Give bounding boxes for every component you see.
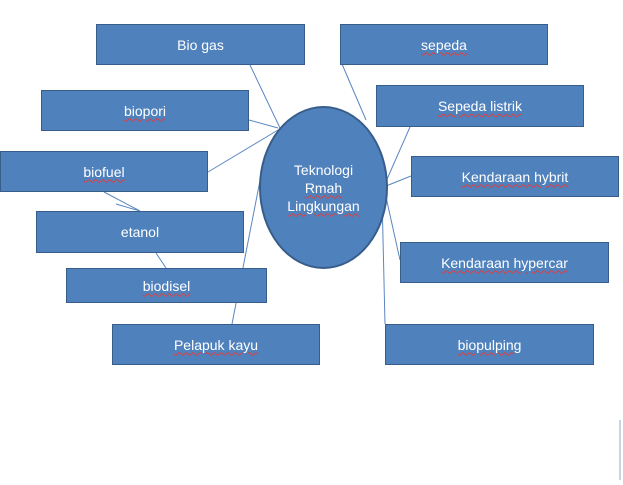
node-biofuel[interactable]: biofuel [0, 151, 208, 192]
node-label: Sepeda listrik [437, 98, 523, 114]
node-sepeda[interactable]: sepeda [340, 24, 548, 65]
central-topic-line-2: Rmah [304, 179, 343, 196]
connector-biopori [248, 119, 279, 129]
node-sepeda-listrik[interactable]: Sepeda listrik [376, 85, 584, 127]
node-label: biofuel [83, 163, 125, 180]
connector-kendaraan-hybrit [385, 175, 412, 187]
node-kendaraan-hybrit[interactable]: Kendaraan hybrit [411, 156, 619, 197]
node-label: etanol [120, 224, 160, 240]
node-label: Pelapuk kayu [173, 336, 259, 353]
node-biopori[interactable]: biopori [41, 90, 249, 131]
connector-sepeda [341, 63, 367, 121]
node-pelapuk-kayu[interactable]: Pelapuk kayu [112, 324, 320, 365]
node-label: biopori [123, 102, 167, 119]
node-kendaraan-hypercar[interactable]: Kendaraan hypercar [400, 242, 609, 283]
node-label: Kendaraan hybrit [461, 168, 569, 185]
connector-biofuel [207, 129, 279, 173]
node-biodisel[interactable]: biodisel [66, 268, 267, 303]
central-topic-line-3: Lingkungan [287, 197, 360, 214]
node-label: Kendaraan hypercar [441, 254, 568, 271]
node-etanol[interactable]: etanol [36, 211, 244, 253]
central-topic-line-1: Teknologi [293, 161, 354, 178]
connector-biofuel-etanol-b [115, 203, 141, 212]
node-biopulping[interactable]: biopulping [385, 324, 594, 365]
central-topic[interactable]: Teknologi Rmah Lingkungan [259, 106, 388, 269]
window-edge-marker [619, 420, 621, 480]
node-bio-gas[interactable]: Bio gas [96, 24, 305, 65]
connector-biofuel-etanol [103, 191, 141, 212]
connector-etanol-biodisel [155, 252, 167, 269]
node-label: Bio gas [177, 36, 224, 53]
node-label: biodisel [142, 277, 191, 294]
node-label: sepeda [421, 36, 467, 53]
connector-bio-gas [249, 64, 281, 129]
connector-sepeda-listrik [383, 126, 411, 187]
node-label: biopulping [457, 336, 522, 353]
